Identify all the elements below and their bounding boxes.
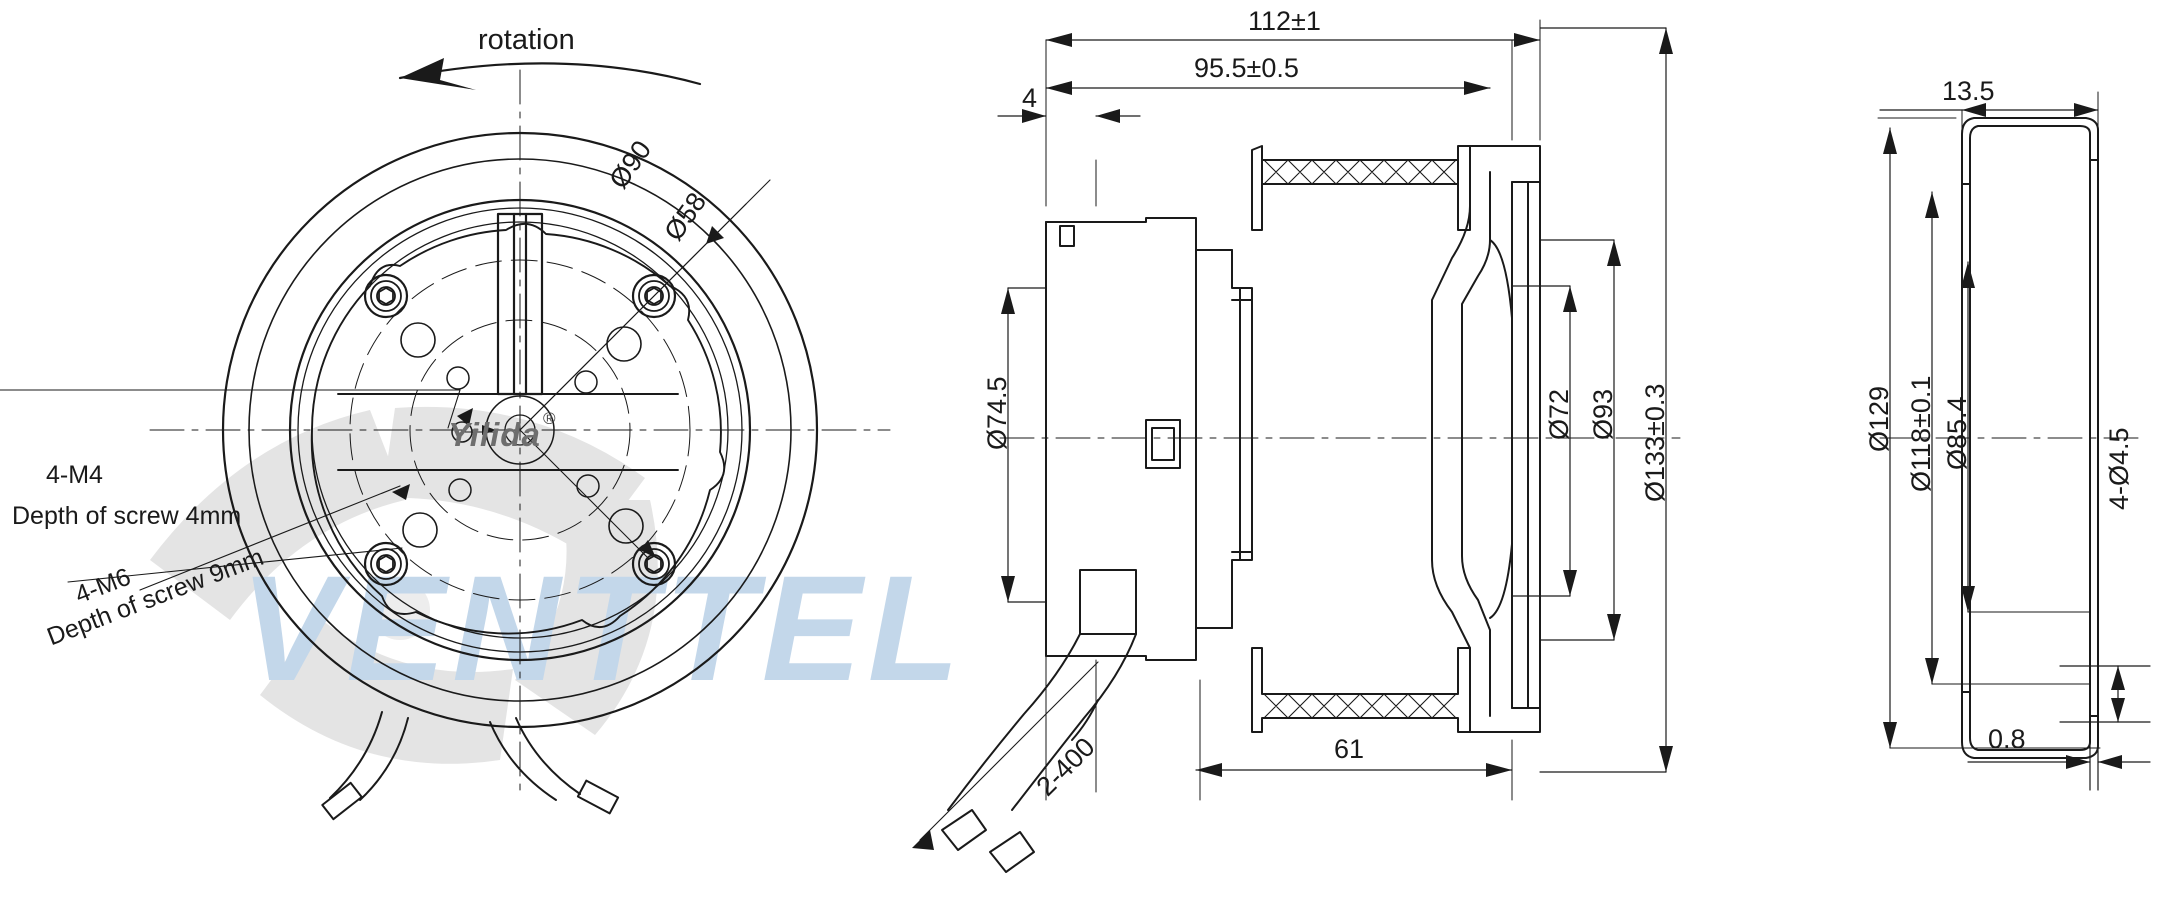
dimension-112: 112±1 xyxy=(1248,6,1321,36)
dimension-d118: Ø118±0.1 xyxy=(1906,375,1936,492)
dimension-d74-5: Ø74.5 xyxy=(982,376,1012,450)
dimension-d72: Ø72 xyxy=(1544,388,1574,440)
brand-mark-yilida: Yilida xyxy=(448,416,541,453)
rotation-label: rotation xyxy=(478,24,575,56)
dimension-4: 4 xyxy=(1022,83,1038,113)
front-view-geometry xyxy=(0,58,891,821)
detail-view-geometry xyxy=(1877,91,2151,791)
dimension-61: 61 xyxy=(1334,734,1365,764)
note-4m4-line2: Depth of screw 4mm xyxy=(12,502,242,530)
dimension-d133: Ø133±0.3 xyxy=(1640,383,1670,502)
brand-registered-mark: ® xyxy=(543,409,556,428)
dimension-0-8: 0.8 xyxy=(1988,724,2026,754)
dimension-d85-4: Ø85.4 xyxy=(1942,396,1972,470)
dimension-d93: Ø93 xyxy=(1588,388,1618,440)
note-4m4-line1: 4-M4 xyxy=(46,461,103,489)
dimension-95-5: 95.5±0.5 xyxy=(1194,53,1299,83)
section-view-geometry xyxy=(912,19,1681,873)
dimension-d129: Ø129 xyxy=(1864,385,1894,452)
dimension-13-5: 13.5 xyxy=(1942,76,1995,106)
dimension-4-d4-5: 4-Ø4.5 xyxy=(2104,427,2134,510)
